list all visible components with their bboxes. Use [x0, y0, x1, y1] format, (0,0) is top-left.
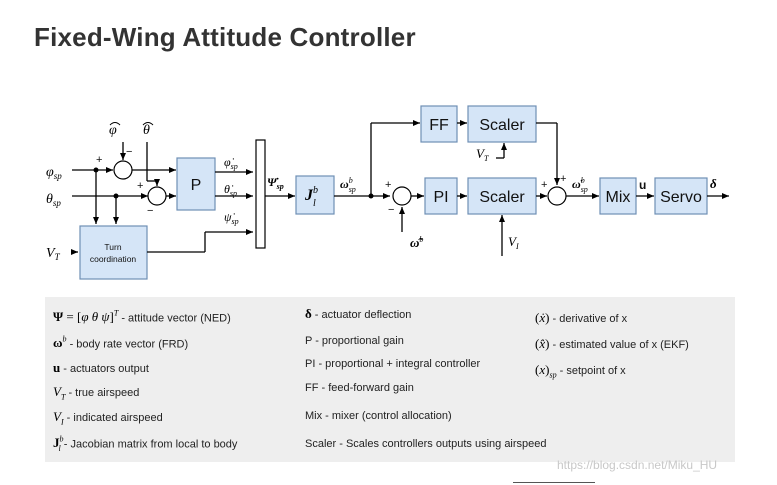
- legend-item-u: u - actuators output: [53, 360, 149, 375]
- legend-item-vt: VT - true airspeed: [53, 384, 140, 402]
- scaler-ff-label: Scaler: [479, 117, 525, 134]
- plus-sign: +: [96, 154, 102, 166]
- pi-block: [424, 177, 458, 215]
- legend-panel: Ψ = [φ θ ψ]T - attitude vector (NED) ωb …: [45, 297, 735, 462]
- vt-input-label: VT: [46, 246, 61, 262]
- turn-block-label-2: coordination: [90, 254, 137, 264]
- plus-sign: +: [560, 173, 566, 185]
- pi-block-label: PI: [433, 189, 448, 206]
- theta-dot-sp-label: θ̇sp: [224, 182, 237, 198]
- p-block-label: P: [191, 177, 202, 194]
- u-label: u: [639, 178, 646, 192]
- legend-item-estimate: (x̂) - estimated value of x (EKF): [535, 336, 689, 351]
- legend-item-setpoint: (x)sp - setpoint of x: [535, 362, 626, 380]
- vt-scaler-label: VT: [476, 146, 489, 163]
- minus-sign: −: [147, 205, 153, 217]
- plus-sign: +: [541, 179, 547, 191]
- scaler-pi-label: Scaler: [479, 189, 525, 206]
- ff-block-label: FF: [429, 117, 449, 134]
- delta-label: δ: [710, 176, 717, 191]
- mix-block: [599, 177, 637, 215]
- sum-junction-output: [547, 186, 567, 206]
- turn-block-label-1: Turn: [104, 242, 121, 252]
- legend-item-ff: FF - feed-forward gain: [305, 382, 414, 394]
- servo-block-label: Servo: [660, 189, 702, 206]
- controller-block-diagram: φsp θsp VT + + φ − θ − P Turn coordinati…: [46, 105, 729, 280]
- phi-sp-label: φsp: [46, 165, 62, 181]
- phi-dot-sp-label: φ̇sp: [224, 155, 238, 171]
- mux-bar: [255, 139, 266, 249]
- plus-sign: +: [137, 180, 143, 192]
- minus-sign: −: [388, 204, 394, 216]
- p-block: [176, 157, 216, 211]
- psi-dot-sp-label: ψ̇sp: [224, 210, 239, 226]
- divider-line: [513, 482, 595, 483]
- turn-coordination-block: [79, 225, 148, 280]
- legend-item-vi: VI - indicated airspeed: [53, 409, 163, 427]
- page-title: Fixed-Wing Attitude Controller: [34, 22, 416, 52]
- sum-junction-theta: [147, 186, 167, 206]
- scaler-ff-block: [467, 105, 537, 143]
- legend-item-derivative: (ẋ) - derivative of x: [535, 310, 628, 325]
- phi-hat-label: φ: [109, 123, 117, 138]
- legend-item-mix: Mix - mixer (control allocation): [305, 410, 452, 422]
- legend-item-p: P - proportional gain: [305, 335, 404, 347]
- sum-junction-phi: [113, 160, 133, 180]
- theta-sp-label: θsp: [46, 192, 61, 208]
- ff-block: [420, 105, 458, 143]
- sum-junction-rate: [392, 186, 412, 206]
- legend-item-jacobian: Jbl - Jacobian matrix from local to body: [53, 435, 238, 453]
- plus-sign: +: [385, 179, 391, 191]
- legend-item-psi: Ψ = [φ θ ψ]T - attitude vector (NED): [53, 309, 231, 325]
- servo-block: [654, 177, 708, 215]
- vi-input-label: VI: [508, 234, 519, 251]
- legend-item-pi: PI - proportional + integral controller: [305, 358, 481, 370]
- theta-hat-label: θ: [143, 123, 150, 138]
- jacobian-block: [295, 175, 335, 215]
- watermark-text: https://blog.csdn.net/Miku_HU: [557, 458, 718, 472]
- minus-sign: −: [126, 146, 132, 158]
- scaler-pi-block: [467, 177, 537, 215]
- legend-item-scaler: Scaler - Scales controllers outputs usin…: [305, 438, 547, 450]
- legend-item-omega: ωb - body rate vector (FRD): [53, 335, 189, 351]
- Psi-dot-sp-label: Ψ̇sp: [267, 175, 284, 191]
- mix-block-label: Mix: [606, 189, 631, 206]
- legend-item-delta: δ - actuator deflection: [305, 306, 412, 321]
- omega-hat-label: ω̂b: [410, 235, 423, 250]
